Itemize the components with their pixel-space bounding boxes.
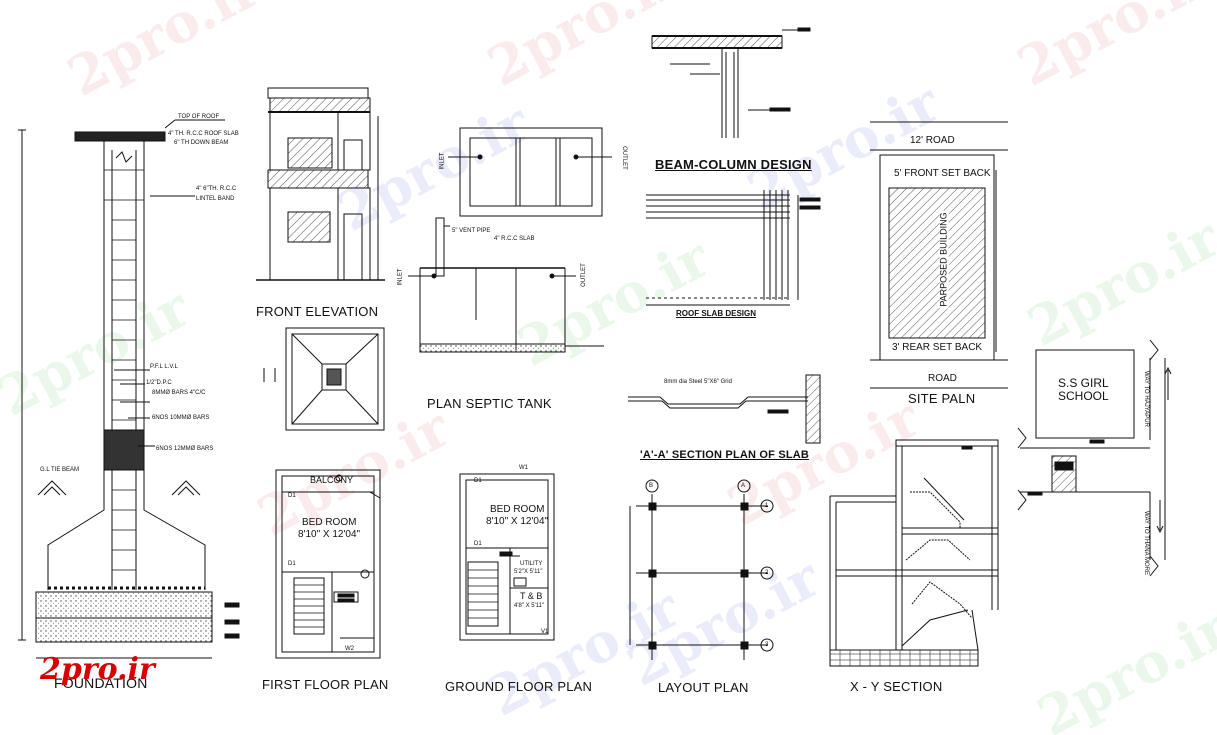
label-inlet-section: INLET <box>397 268 404 286</box>
label-grid-1: 1 <box>765 503 769 509</box>
label-grid-a: A <box>741 483 746 489</box>
title-plan-septic-tank: PLAN SEPTIC TANK <box>427 396 552 411</box>
beam-column-design <box>651 27 811 138</box>
label-top-of-roof: TOP OF ROOF <box>178 114 220 120</box>
label-balcony: BALCONY <box>310 475 354 485</box>
label-down-beam: 6" TH DOWN BEAM <box>174 140 229 146</box>
label-rcc-slab: 4" R.C.C SLAB <box>494 236 535 242</box>
location-plan <box>1017 339 1172 577</box>
label-gf-d1-b: D1 <box>474 541 482 547</box>
label-tie-beam: G.L TIE BEAM <box>40 467 80 473</box>
title-section-plan-of-slab: 'A'-A' SECTION PLAN OF SLAB <box>640 449 810 461</box>
label-school: S.S GIRL SCHOOL <box>1058 376 1109 404</box>
label-gf-tb-size: 4'8" X 5'11" <box>514 603 545 609</box>
roof-slab-design <box>646 190 821 306</box>
label-bars-1: 8MMØ BARS 4"C/C <box>152 390 206 396</box>
label-ff-d1-b: D1 <box>288 561 296 567</box>
label-grid-3: 3 <box>765 642 769 648</box>
label-gf-d1-a: D1 <box>474 478 482 484</box>
label-gf-v1: V1 <box>541 629 549 635</box>
label-slab-steel: 8mm dia Steel 5"X6" Grid <box>664 379 732 385</box>
site-logo: 2pro.ir <box>40 652 155 687</box>
site-plan <box>870 121 1008 389</box>
label-roof-slab-design: ROOF SLAB DESIGN <box>676 309 757 318</box>
foundation-section <box>18 119 240 659</box>
label-dpc: 1/2"D.P.C <box>146 380 172 386</box>
label-gf-utility-size: 5'2"X 5'11" <box>514 569 543 575</box>
label-lintel-band: LINTEL BAND <box>196 196 235 202</box>
label-road-top: 12' ROAD <box>910 135 955 146</box>
title-first-floor-plan: FIRST FLOOR PLAN <box>262 677 389 692</box>
layout-plan <box>629 479 774 660</box>
label-grid-2: 2 <box>765 570 769 576</box>
title-site-plan: SITE PALN <box>908 391 976 406</box>
label-bars-3: 6NOS 12MMØ BARS <box>156 446 214 452</box>
label-vent-pipe: 5" VENT PIPE <box>452 228 491 234</box>
label-ff-d1-a: D1 <box>288 493 296 499</box>
label-grid-b: B <box>649 483 654 489</box>
xy-section <box>829 439 999 667</box>
label-road-bottom: ROAD <box>928 373 957 384</box>
title-foundation: FOUNDATION <box>54 675 148 691</box>
label-outlet-top: OUTLET <box>620 146 627 170</box>
label-ff-bed-room: BED ROOM <box>302 517 357 528</box>
front-elevation <box>256 87 385 281</box>
label-outlet-section: OUTLET <box>580 263 587 287</box>
title-front-elevation: FRONT ELEVATION <box>256 304 379 319</box>
label-lintel: 4" 6"TH. R.C.C <box>196 186 237 192</box>
roof-plan <box>263 327 385 431</box>
label-gf-size: 8'10" X 12'04" <box>486 516 549 527</box>
label-rear-set-back: 3' REAR SET BACK <box>892 342 983 353</box>
slab-section <box>628 374 821 444</box>
title-beam-column-design: BEAM-COLUMN DESIGN <box>655 157 812 172</box>
label-roof-slab: 4" TH. R.C.C ROOF SLAB <box>168 131 239 137</box>
label-ff-w2: W2 <box>345 646 354 652</box>
label-pfl: P.F.L L.V.L <box>150 364 178 370</box>
label-ff-size: 8'10" X 12'04" <box>298 529 361 540</box>
label-gf-utility: UTILITY <box>520 561 543 567</box>
title-ground-floor-plan: GROUND FLOOR PLAN <box>445 679 593 694</box>
first-floor-plan <box>275 469 381 659</box>
label-gf-tb: T & B <box>520 591 543 601</box>
label-way-bottom: WAY TO THANA MORE <box>1142 511 1149 575</box>
label-gf-bed-room: BED ROOM <box>490 504 545 515</box>
ground-floor-plan <box>459 473 555 641</box>
septic-tank <box>408 127 612 353</box>
label-front-set-back: 5' FRONT SET BACK <box>894 168 991 179</box>
label-gf-w1: W1 <box>519 465 528 471</box>
label-proposed-building: PARPOSED BUILDING <box>938 210 949 309</box>
label-way-top: WAY TO HAJYAPUR <box>1142 371 1149 427</box>
label-bars-2: 6NOS 10MMØ BARS <box>152 415 210 421</box>
label-inlet-top: INLET <box>439 152 446 170</box>
title-xy-section: X - Y SECTION <box>850 679 943 694</box>
title-layout-plan: LAYOUT PLAN <box>658 680 749 695</box>
